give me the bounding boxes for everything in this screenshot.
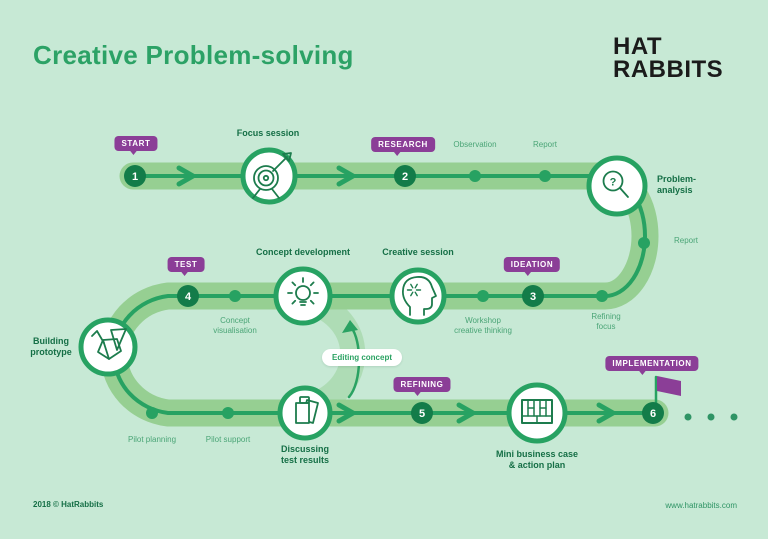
flag-icon bbox=[657, 376, 681, 396]
waypoint-dot-report-analysis bbox=[638, 237, 650, 249]
milestone-node-2: 2 bbox=[394, 165, 416, 187]
milestone-node-5: 5 bbox=[411, 402, 433, 424]
waypoint-dot-workshop bbox=[477, 290, 489, 302]
waypoint-dot-pilot-planning bbox=[146, 407, 158, 419]
waypoint-dot-observation bbox=[469, 170, 481, 182]
label-observation: Observation bbox=[453, 140, 497, 149]
milestone-node-6: 6 bbox=[642, 402, 664, 424]
arrow-right-icon bbox=[456, 402, 476, 424]
arrow-right-icon bbox=[336, 165, 356, 187]
label-pilot-support: Pilot support bbox=[205, 435, 251, 444]
label-concept-visualisation: Concept visualisation bbox=[213, 316, 257, 335]
badge-research: RESEARCH bbox=[371, 137, 435, 156]
creative-head-icon bbox=[401, 276, 437, 316]
label-pilot-planning: Pilot planning bbox=[127, 435, 177, 444]
label-report-research: Report bbox=[532, 140, 558, 149]
lightbulb-icon bbox=[287, 277, 319, 306]
flow-arrow-icons bbox=[176, 165, 616, 424]
dartboard-target-icon bbox=[252, 152, 292, 199]
svg-text:4: 4 bbox=[185, 291, 192, 303]
logo-line-bottom: RABBITS bbox=[613, 56, 724, 83]
website-url: www.hatrabbits.com bbox=[665, 501, 737, 510]
station-mini-business-case bbox=[506, 382, 568, 444]
label-creative-session: Creative session bbox=[382, 247, 454, 257]
clipboard-icon bbox=[295, 396, 319, 424]
arrow-right-icon bbox=[596, 402, 616, 424]
label-problem-analysis: Problem- analysis bbox=[657, 174, 697, 195]
label-workshop-creative-thinking: Workshop creative thinking bbox=[454, 316, 512, 335]
magnifier-question-icon: ? bbox=[602, 170, 629, 198]
editing-concept-pill: Editing concept bbox=[322, 349, 402, 366]
waypoint-dots bbox=[146, 170, 650, 419]
badge-test: TEST bbox=[167, 257, 205, 276]
page-title: Creative Problem-solving bbox=[33, 40, 354, 70]
label-report-analysis: Report bbox=[674, 236, 699, 245]
waypoint-dot-report-research bbox=[539, 170, 551, 182]
svg-text:1: 1 bbox=[132, 171, 138, 183]
badge-start: START bbox=[114, 136, 158, 155]
logo-line-top: HAT bbox=[613, 33, 663, 60]
milestone-node-1: 1 bbox=[124, 165, 146, 187]
arrow-up-icon bbox=[342, 320, 358, 333]
svg-text:?: ? bbox=[610, 177, 617, 189]
station-concept-development bbox=[273, 266, 333, 326]
label-refining-focus: Refining focus bbox=[591, 312, 621, 331]
ellipsis-dots-icon bbox=[684, 413, 738, 421]
waypoint-dot-pilot-support bbox=[222, 407, 234, 419]
svg-text:2: 2 bbox=[402, 171, 408, 183]
badge-refining: REFINING bbox=[393, 377, 451, 396]
svg-text:3: 3 bbox=[530, 291, 536, 303]
badge-ideation: IDEATION bbox=[503, 257, 561, 276]
label-focus-session: Focus session bbox=[236, 128, 300, 138]
label-mini-business-case: Mini business case & action plan bbox=[495, 449, 579, 470]
label-discussing-test-results: Discussing test results bbox=[280, 444, 330, 465]
arrow-right-icon bbox=[336, 402, 356, 424]
waypoint-dot-refining-focus bbox=[596, 290, 608, 302]
label-concept-development: Concept development bbox=[255, 247, 351, 257]
milestone-nodes: 1 2 3 4 5 6 bbox=[124, 165, 664, 424]
hatrabbits-logo: HAT RABBITS bbox=[613, 33, 724, 83]
arrow-right-icon bbox=[176, 165, 196, 187]
svg-text:5: 5 bbox=[419, 408, 425, 420]
label-building-prototype: Building prototype bbox=[30, 336, 72, 357]
badge-implementation: IMPLEMENTATION bbox=[605, 356, 699, 375]
waypoint-dot-concept-visualisation bbox=[229, 290, 241, 302]
milestone-node-4: 4 bbox=[177, 285, 199, 307]
origami-crane-icon bbox=[91, 328, 127, 360]
svg-text:6: 6 bbox=[650, 408, 656, 420]
copyright-text: 2018 © HatRabbits bbox=[33, 500, 104, 509]
spark-burst-icon bbox=[406, 283, 422, 297]
station-building-prototype bbox=[78, 317, 138, 377]
milestone-node-3: 3 bbox=[522, 285, 544, 307]
station-problem-analysis bbox=[586, 155, 648, 217]
business-canvas-icon bbox=[521, 399, 553, 424]
